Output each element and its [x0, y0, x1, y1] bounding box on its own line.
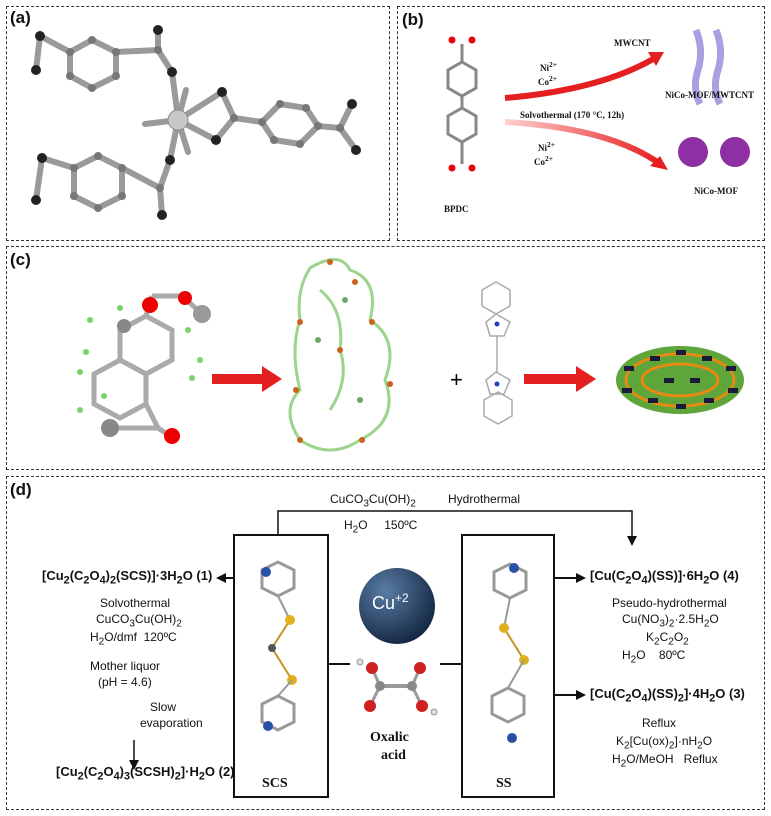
oxalic-label-2: acid	[381, 748, 406, 763]
scs-box	[233, 534, 329, 798]
panel-label-c: (c)	[10, 250, 31, 269]
scs-molecule	[260, 560, 297, 732]
mwcnt-tube-1	[691, 28, 705, 106]
top-reagent: CuCO3Cu(OH)2	[330, 492, 416, 510]
top-conditions: H2O 150ºC	[344, 518, 418, 536]
mwcnt-tube-2	[711, 28, 725, 106]
mof-particle-2	[720, 137, 750, 167]
panel-b	[397, 6, 765, 241]
ni-label-bottom: Ni	[538, 143, 547, 153]
linker-molecule	[481, 281, 513, 425]
hydrothermal-line	[277, 510, 633, 540]
arrow-to-mof	[504, 119, 662, 167]
arrow-to-composite	[504, 55, 657, 101]
solvothermal-text: Solvothermal	[100, 596, 171, 610]
evaporation-label: evaporation	[140, 716, 203, 730]
compound-1: [Cu2(C2O4)2(SCS)]·3H2O (1)	[42, 568, 213, 587]
panel-label-b: (b)	[402, 10, 424, 29]
compound-4: [Cu(C2O4)(SS)]·6H2O (4)	[590, 568, 739, 587]
dmf-conditions: H2O/dmf 120ºC	[90, 630, 177, 648]
reagent-cuco3: CuCO3Cu(OH)2	[96, 612, 182, 630]
oxalic-label-1: Oxalic	[370, 730, 409, 745]
reagent-k2cu-ox: K2[Cu(ox)2]·nH2O	[616, 734, 713, 752]
bpdc-label: BPDC	[444, 204, 469, 214]
arrow-c-1	[212, 374, 262, 384]
co-label-bottom: Co	[534, 157, 545, 167]
mof-label: NiCo-MOF	[694, 186, 738, 196]
panel-label-a: (a)	[10, 8, 31, 27]
reagent-k2c2o2: K2C2O2	[646, 630, 689, 648]
scs-label: SCS	[262, 776, 288, 791]
hydrothermal-label: Hydrothermal	[448, 492, 521, 506]
composite-label: NiCo-MOF/MWTCNT	[665, 90, 754, 100]
co-label-top: Co	[538, 77, 549, 87]
arrow-c-2	[524, 374, 576, 384]
solvothermal-label: Solvothermal (170 °C, 12h)	[520, 110, 625, 120]
ss-molecule	[490, 562, 529, 743]
ni-label-top: Ni	[540, 63, 549, 73]
conditions-80: H2O 80ºC	[622, 648, 686, 666]
compound-2: [Cu2(C2O4)3(SCSH)2]·H2O (2)	[56, 764, 235, 783]
framework-product	[616, 346, 744, 414]
ph-value: (pH = 4.6)	[98, 675, 152, 689]
plus-sign: +	[450, 367, 463, 392]
ss-box	[461, 534, 555, 798]
reflux-label: Reflux	[642, 716, 677, 730]
panel-a	[6, 6, 390, 241]
panel-d	[6, 476, 765, 810]
cu-sphere	[359, 568, 435, 644]
cu-label: Cu+2	[372, 591, 409, 613]
ss-label: SS	[496, 776, 512, 791]
meoh-conditions: H2O/MeOH Reflux	[612, 752, 718, 770]
panel-c	[6, 246, 765, 470]
slow-label: Slow	[150, 700, 177, 714]
pseudo-hydrothermal: Pseudo-hydrothermal	[612, 596, 727, 610]
bpdc-molecule	[446, 44, 478, 164]
mof-particle-1	[678, 137, 708, 167]
compound-3: [Cu(C2O4)(SS)2]·4H2O (3)	[590, 686, 745, 705]
panel-label-d: (d)	[10, 480, 32, 499]
reagent-cuno3: Cu(NO3)2·2.5H2O	[622, 612, 719, 630]
mwcnt-label: MWCNT	[614, 38, 651, 48]
oxalic-molecule	[356, 658, 438, 716]
mother-liquor: Mother liquor	[90, 659, 161, 673]
